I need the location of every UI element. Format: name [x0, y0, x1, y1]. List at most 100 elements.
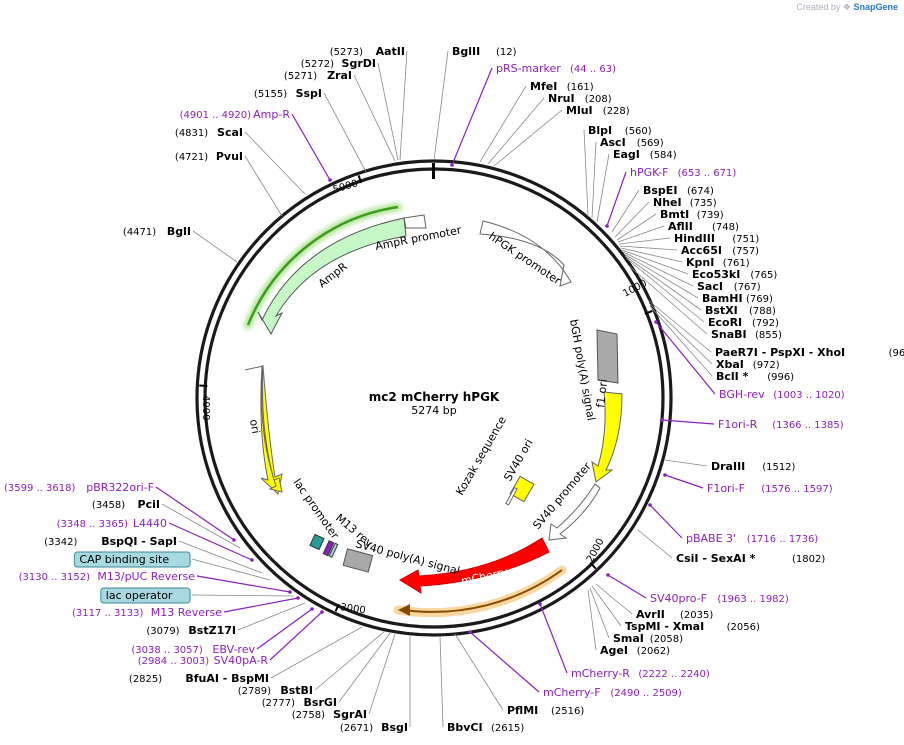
annotation-name: SspI [296, 87, 322, 100]
leader-blpi [583, 129, 589, 216]
annotation-name: BbvCI [447, 721, 483, 734]
annotation-f1ori-f[interactable]: F1ori-F(1576 .. 1597) [707, 482, 833, 495]
annotation-position: (1512) [762, 462, 795, 473]
annotation-sv40pa-r[interactable]: SV40pA-R(2984 .. 3003) [138, 654, 269, 667]
leader-avrii [595, 583, 633, 615]
annotation-asci[interactable]: AscI(569) [600, 136, 664, 149]
annotation-bsrgi[interactable]: BsrGI(2777) [262, 696, 337, 709]
annotation-bstbi[interactable]: BstBI(2789) [238, 684, 313, 697]
annotation-ebv-rev[interactable]: EBV-rev(3038 .. 3057) [131, 643, 255, 656]
annotation-prs-marker[interactable]: pRS-marker(44 .. 63) [496, 62, 616, 75]
annotation-aflii[interactable]: AflII(748) [668, 220, 739, 233]
annotation-nhei[interactable]: NheI(735) [653, 196, 717, 209]
annotation-sgrdi[interactable]: SgrDI(5272) [301, 57, 376, 70]
annotation-kpni[interactable]: KpnI(761) [686, 256, 750, 269]
annotation-bcli-[interactable]: BclI *(996) [716, 370, 794, 383]
annotation-name: AvrII [636, 608, 665, 621]
annotation-eco53ki[interactable]: Eco53kI(765) [692, 268, 777, 281]
annotation-snabi[interactable]: SnaBI (855) [711, 328, 782, 341]
annotation-bgli[interactable]: BglI(4471) [123, 225, 191, 238]
annotation-lac-operator[interactable]: lac operator [100, 587, 191, 604]
kozak-label: Kozak sequence [453, 414, 509, 498]
annotation-agei[interactable]: AgeI(2062) [600, 644, 670, 657]
annotation-bamhi[interactable]: BamHI(769) [702, 292, 773, 305]
annotation-name: MfeI [530, 80, 557, 93]
annotation-eagi[interactable]: EagI(584) [613, 148, 677, 161]
annotation-nrui[interactable]: NruI(208) [548, 92, 612, 105]
annotation-position: (748) [712, 222, 739, 233]
leader-bbvci [439, 635, 444, 728]
annotation-position: (161) [567, 82, 594, 93]
annotation-avrii[interactable]: AvrII(2035) [636, 608, 713, 621]
annotation-pbabe-3-[interactable]: pBABE 3'(1716 .. 1736) [686, 532, 818, 545]
annotation-hindiii[interactable]: HindIII(751) [674, 232, 759, 245]
annotation-pflmi[interactable]: PflMI(2516) [507, 704, 584, 717]
annotation-position: (972) [753, 360, 780, 371]
annotation-m13-reverse[interactable]: M13 Reverse(3117 .. 3133) [72, 606, 222, 619]
annotation-m13-puc-reverse[interactable]: M13/pUC Reverse(3130 .. 3152) [19, 570, 196, 583]
annotation-aatii[interactable]: AatII(5273) [330, 45, 405, 58]
annotation-bglii[interactable]: BglII(12) [452, 45, 517, 58]
annotation-name: SnaBI [711, 328, 747, 341]
annotation-sgrai[interactable]: SgrAI(2758) [292, 708, 367, 721]
annotation-bsgi[interactable]: BsgI(2671) [340, 721, 408, 734]
annotation-position: (855) [755, 330, 782, 341]
annotation-mcherry-r[interactable]: mCherry-R(2222 .. 2240) [571, 667, 710, 680]
annotation-pbr322ori-f[interactable]: pBR322ori-F(3599 .. 3618) [4, 481, 154, 494]
leader-bspei [611, 189, 640, 233]
leader-bfuai-bspmi [270, 626, 363, 679]
annotation-scai[interactable]: ScaI(4831) [175, 126, 243, 139]
leader-bcli- [649, 305, 713, 377]
annotation-tspmi-xmai[interactable]: TspMI - XmaI(2056) [625, 620, 760, 633]
annotation-l4440[interactable]: L4440(3348 .. 3365) [57, 517, 167, 530]
leader-scai [244, 131, 306, 195]
annotation-csii-sexai-[interactable]: CsiI - SexAI *(1802) [676, 552, 825, 565]
annotation-bstxi[interactable]: BstXI(788) [705, 304, 776, 317]
annotation-amp-r[interactable]: Amp-R(4901 .. 4920) [180, 108, 291, 121]
annotation-position: (4471) [123, 227, 156, 238]
annotation-ecori[interactable]: EcoRI(792) [708, 316, 779, 329]
annotation-mfei[interactable]: MfeI (161) [530, 80, 594, 93]
annotation-name: KpnI [686, 256, 714, 269]
annotation-mlui[interactable]: MluI(228) [566, 104, 630, 117]
annotation-bspqi-sapi[interactable]: BspQI - SapI(3342) [44, 535, 177, 548]
annotation-sspi[interactable]: SspI (5155) [254, 87, 322, 100]
annotation-name: BspEI [643, 184, 677, 197]
annotation-position: (5155) [254, 89, 287, 100]
annotation-pvui[interactable]: PvuI(4721) [175, 150, 243, 163]
annotation-position: (12) [496, 47, 517, 58]
annotation-bfuai-bspmi[interactable]: BfuAI - BspMI(2825) [129, 672, 269, 685]
annotation-f1ori-r[interactable]: F1ori-R(1366 .. 1385) [718, 418, 844, 431]
lac-promoter-label: lac promoter [291, 476, 342, 542]
f1-ori-label: f1 ori [594, 378, 610, 408]
kozak-box [505, 486, 518, 506]
annotation-bstz17i[interactable]: BstZ17I(3079) [146, 624, 236, 637]
annotation-acc65i[interactable]: Acc65I(757) [681, 244, 759, 257]
annotation-name: BamHI [702, 292, 743, 305]
annotation-position: (2984 .. 3003) [138, 656, 210, 667]
annotation-bmti[interactable]: BmtI(739) [660, 208, 724, 221]
annotation-cap-binding-site[interactable]: CAP binding site [73, 551, 191, 568]
annotation-sv40pro-f[interactable]: SV40pro-F(1963 .. 1982) [650, 592, 789, 605]
annotation-bspei[interactable]: BspEI(674) [643, 184, 714, 197]
leader-lac-operator [191, 594, 295, 597]
annotation-zrai[interactable]: ZraI(5271) [284, 69, 352, 82]
annotation-smai[interactable]: SmaI(2058) [613, 632, 683, 645]
annotation-saci[interactable]: SacI(767) [697, 280, 761, 293]
annotation-position: (3458) [92, 500, 125, 511]
annotation-bgh-rev[interactable]: BGH-rev(1003 .. 1020) [719, 388, 845, 401]
annotation-hpgk-f[interactable]: hPGK-F(653 .. 671) [630, 166, 736, 179]
annotation-position: (2516) [551, 706, 584, 717]
annotation-xbai[interactable]: XbaI(972) [716, 358, 780, 371]
annotation-draiii[interactable]: DraIII(1512) [711, 460, 796, 473]
annotation-position: (3117 .. 3133) [72, 608, 144, 619]
leader-bgli [192, 230, 238, 263]
annotation-paer7i-pspxi-xhoi[interactable]: PaeR7I - PspXI - XhoI(966) [715, 346, 904, 359]
annotation-mcherry-f[interactable]: mCherry-F(2490 .. 2509) [543, 686, 682, 699]
leader-l4440 [168, 522, 253, 561]
annotation-name: BspQI - SapI [101, 535, 177, 548]
annotation-bbvci[interactable]: BbvCI(2615) [447, 721, 524, 734]
annotation-blpi[interactable]: BlpI(560) [588, 124, 652, 137]
annotation-name: EBV-rev [212, 643, 255, 656]
annotation-pcii[interactable]: PciI(3458) [92, 498, 160, 511]
